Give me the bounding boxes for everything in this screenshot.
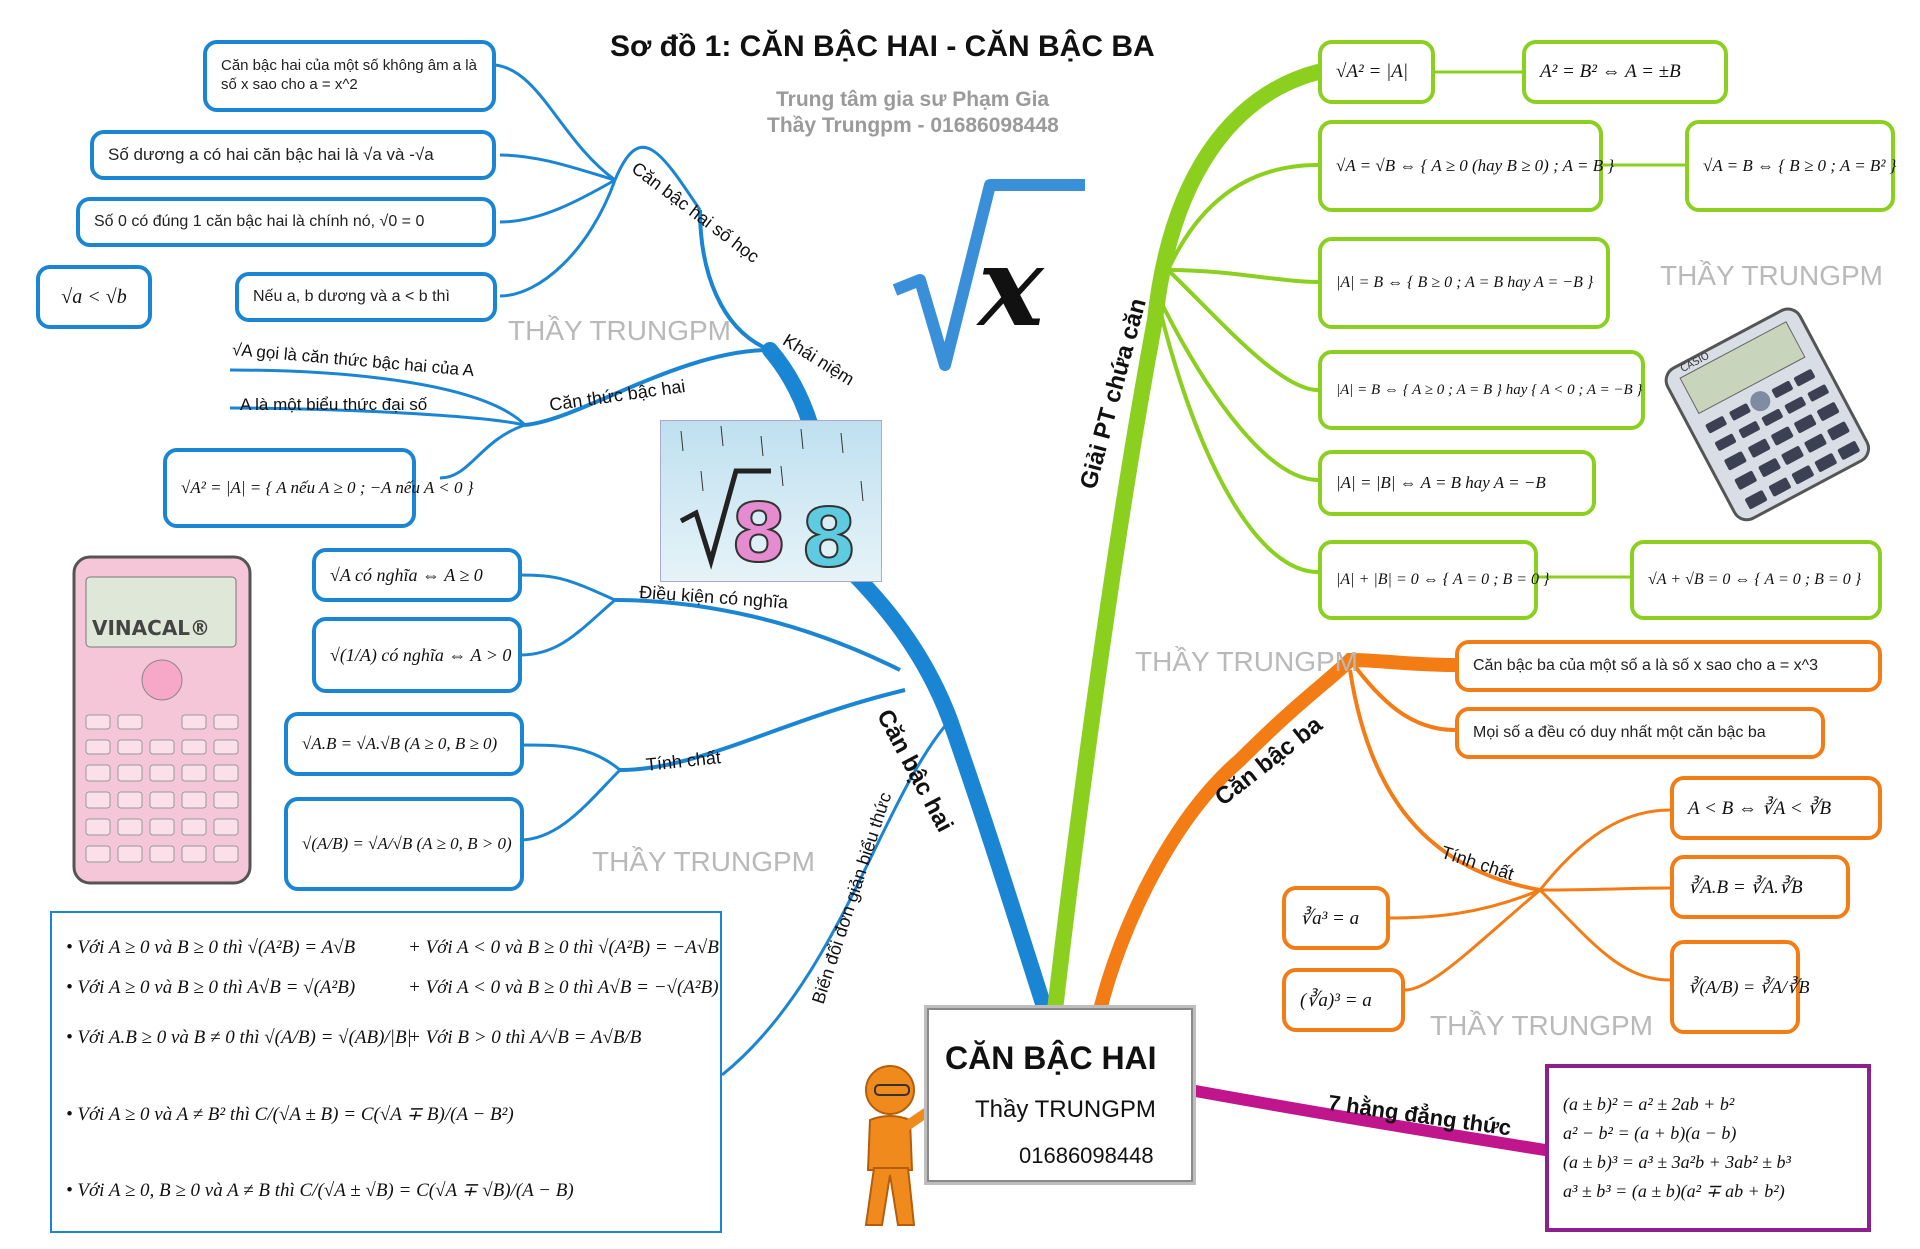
formula-row: • Với A ≥ 0 và B ≥ 0 thì A√B = √(A²B) (66, 977, 356, 998)
casio-calculator-picture: CASIO (1650, 307, 1880, 522)
node-can-ba-tinh-chat-1: A < B ⇔ ∛A < ∛B (1670, 776, 1882, 840)
node-dinh-nghia-can-bac-hai: Căn bậc hai của một số không âm a là số … (203, 40, 496, 112)
node-green-1: √A² = |A| (1318, 40, 1435, 104)
text-a-la-bieu-thuc: A là một biểu thức đại số (240, 395, 428, 414)
node-can-a-binh-phuong: √A² = |A| = { A nếu A ≥ 0 ; −A nếu A < 0… (163, 448, 474, 528)
node-co-nghia-2: √(1/A) có nghĩa ⇔ A > 0 (312, 617, 522, 693)
branch-can-bac-ba (1093, 652, 1462, 1017)
formula-row: • Với A ≥ 0 và B ≥ 0 thì √(A²B) = A√B (66, 937, 356, 958)
formula-row: + Với A < 0 và B ≥ 0 thì A√B = −√(A²B) (408, 977, 719, 998)
watermark: THẦY TRUNGPM (592, 846, 815, 877)
center-whiteboard: CĂN BẬC HAI Thầy TRUNGPM 01686098448 (924, 1005, 1196, 1185)
node-so-sanh-can: √a < √b (36, 265, 152, 329)
node-green-2b: √A = B ⇔ { B ≥ 0 ; A = B² } (1685, 120, 1896, 212)
center-title: CĂN BẬC HAI (945, 1040, 1157, 1076)
node-green-2: √A = √B ⇔ { A ≥ 0 (hay B ≥ 0) ; A = B } (1318, 120, 1614, 212)
node-can-ba-tinh-chat-4: ∛a³ = a (1282, 886, 1390, 950)
node-green-1b: A² = B² ⇔ A = ±B (1522, 40, 1728, 104)
node-can-ba-tinh-chat-3: ∛(A/B) = ∛A/∛B (1670, 940, 1810, 1034)
formula-row: • Với A ≥ 0 và A ≠ B² thì C/(√A ± B) = C… (66, 1104, 514, 1125)
subtitle-teacher: Thầy Trungpm - 01686098448 (767, 114, 1059, 137)
svg-text:8: 8 (731, 487, 787, 580)
node-green-6b: √A + √B = 0 ⇔ { A = 0 ; B = 0 } (1630, 540, 1882, 620)
node-can-ba-tinh-chat-5: (∛a)³ = a (1282, 968, 1405, 1032)
formula-row: • Với A.B ≥ 0 và B ≠ 0 thì √(A/B) = √(AB… (66, 1027, 412, 1048)
formula-box-bien-doi: • Với A ≥ 0 và B ≥ 0 thì √(A²B) = A√B + … (50, 911, 722, 1233)
watermark: THẦY TRUNGPM (508, 315, 731, 346)
page-title: Sơ đồ 1: CĂN BẬC HAI - CĂN BẬC BA (610, 30, 1155, 63)
node-green-4: |A| = B ⇔ { A ≥ 0 ; A = B } hay { A < 0 … (1318, 350, 1645, 430)
subtitle-center: Trung tâm gia sư Phạm Gia (776, 88, 1050, 111)
identity-row: (a ± b)² = a² ± 2ab + b² (1563, 1094, 1735, 1114)
sqrt-x-picture: √x x (890, 179, 1090, 380)
svg-text:8: 8 (801, 492, 857, 585)
node-green-3: |A| = B ⇔ { B ≥ 0 ; A = B hay A = −B } (1318, 237, 1610, 329)
watermark: THẦY TRUNGPM (1430, 1010, 1653, 1041)
node-dinh-nghia-can-bac-ba: Căn bậc ba của một số a là số x sao cho … (1455, 640, 1882, 692)
node-green-5: |A| = |B| ⇔ A = B hay A = −B (1318, 450, 1596, 516)
formula-row: + Với A < 0 và B ≥ 0 thì √(A²B) = −A√B (408, 937, 719, 958)
identity-row: a² − b² = (a + b)(a − b) (1563, 1123, 1737, 1143)
node-tinh-chat-1: √A.B = √A.√B (A ≥ 0, B ≥ 0) (284, 712, 524, 776)
formula-row: + Với B > 0 thì A/√B = A√B/B (408, 1027, 642, 1048)
node-tinh-chat-2: √(A/B) = √A/√B (A ≥ 0, B > 0) (284, 797, 524, 891)
formula-row: • Với A ≥ 0, B ≥ 0 và A ≠ B thì C/(√A ± … (66, 1180, 574, 1201)
node-green-6: |A| + |B| = 0 ⇔ { A = 0 ; B = 0 } (1318, 540, 1549, 620)
node-co-nghia-1: √A có nghĩa ⇔ A ≥ 0 (312, 548, 522, 602)
center-phone: 01686098448 (1019, 1143, 1154, 1168)
branch-hang-dang-thuc (1184, 1084, 1551, 1156)
watermark: THẦY TRUNGPM (1660, 260, 1883, 291)
center-teacher: Thầy TRUNGPM (975, 1096, 1156, 1123)
watermark: THẦY TRUNGPM (1135, 646, 1358, 677)
vinacal-calculator-picture: VINACAL® (72, 555, 252, 885)
vinacal-brand: VINACAL® (92, 616, 210, 640)
node-so-duong: Số dương a có hai căn bậc hai là √a và -… (90, 130, 496, 180)
sqrt-8-picture: 8 8 √8 (660, 420, 882, 586)
identities-box: (a ± b)² = a² ± 2ab + b² a² − b² = (a + … (1545, 1064, 1871, 1232)
svg-text:x: x (976, 222, 1045, 351)
node-duy-nhat-can-bac-ba: Mọi số a đều có duy nhất một căn bậc ba (1455, 707, 1825, 759)
node-neu-a-b: Nếu a, b dương và a < b thì (235, 272, 497, 322)
node-can-ba-tinh-chat-2: ∛A.B = ∛A.∛B (1670, 855, 1850, 919)
node-so-0: Số 0 có đúng 1 căn bậc hai là chính nó, … (76, 197, 496, 247)
identity-row: a³ ± b³ = (a ± b)(a² ∓ ab + b²) (1563, 1181, 1785, 1201)
identity-row: (a ± b)³ = a³ ± 3a²b + 3ab² ± b³ (1563, 1152, 1791, 1172)
branch-giai-pt (1047, 64, 1326, 1018)
